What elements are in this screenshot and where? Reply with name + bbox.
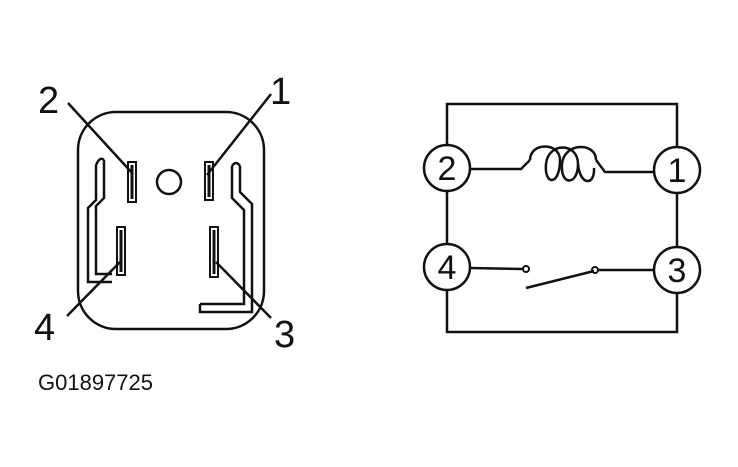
relay-coil xyxy=(528,145,598,183)
leader-line-2 xyxy=(67,102,134,175)
connector-housing xyxy=(76,110,266,331)
pin-label-1: 1 xyxy=(270,71,291,113)
leader-line-1 xyxy=(206,93,272,176)
switch-contact-left xyxy=(522,265,530,273)
connector-center-hole xyxy=(155,168,183,196)
relay-schematic: 2 1 4 3 xyxy=(422,102,702,334)
schematic-node-1 xyxy=(652,145,702,195)
pin-label-3: 3 xyxy=(274,314,295,356)
schematic-node-2 xyxy=(422,143,472,193)
leader-line-3 xyxy=(215,261,272,319)
schematic-bottom-wire xyxy=(445,290,679,334)
switch-wire-left xyxy=(469,266,524,271)
schematic-node-label-3: 3 xyxy=(668,252,687,290)
schematic-top-wire xyxy=(445,102,679,147)
schematic-node-label-4: 4 xyxy=(438,249,457,287)
connector-guide-left xyxy=(86,157,112,284)
schematic-node-4 xyxy=(422,242,472,292)
connector-guide-right xyxy=(198,161,254,314)
schematic-node-label-1: 1 xyxy=(668,152,687,190)
switch-arm xyxy=(525,269,595,290)
pin-label-2: 2 xyxy=(38,80,59,122)
figure-code: G01897725 xyxy=(38,370,153,395)
coil-wire-right xyxy=(595,159,654,174)
coil-wire-left xyxy=(470,159,531,171)
schematic-node-3 xyxy=(652,245,702,295)
relay-connector-face: 2 1 4 3 xyxy=(34,71,295,356)
schematic-node-label-2: 2 xyxy=(438,150,457,188)
leader-line-4 xyxy=(66,261,121,317)
pin-label-4: 4 xyxy=(34,307,55,349)
